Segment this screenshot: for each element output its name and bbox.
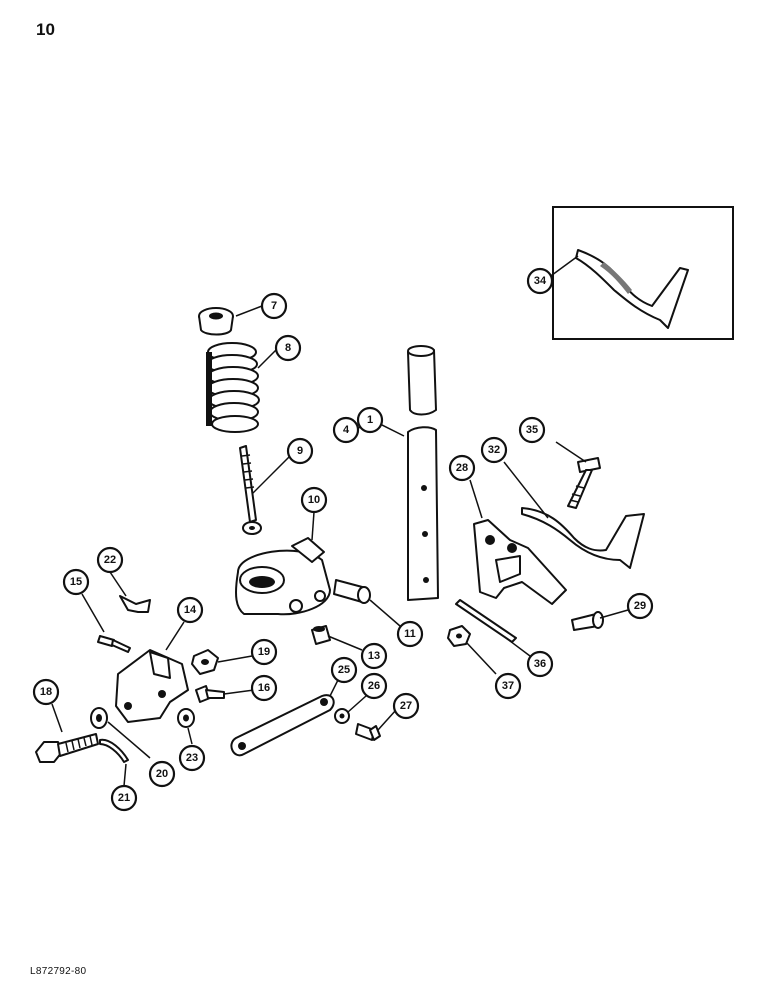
part-29-pin xyxy=(571,611,604,631)
svg-text:15: 15 xyxy=(70,576,82,588)
callout-16: 16 xyxy=(250,674,278,702)
callout-20: 20 xyxy=(148,760,176,788)
callout-29: 29 xyxy=(626,592,654,620)
part-7-spring-cap xyxy=(198,307,234,336)
svg-text:23: 23 xyxy=(186,752,198,764)
svg-text:21: 21 xyxy=(118,792,130,804)
leader-lines xyxy=(51,255,629,787)
part-37-nut xyxy=(447,625,471,647)
svg-text:20: 20 xyxy=(156,768,168,780)
part-28-mount xyxy=(473,519,567,605)
part-1-shank xyxy=(407,345,439,601)
page-number: 10 xyxy=(36,20,55,39)
svg-text:36: 36 xyxy=(534,658,546,670)
svg-text:9: 9 xyxy=(297,445,303,457)
svg-text:13: 13 xyxy=(368,650,380,662)
part-10-pivot-bracket xyxy=(235,537,331,616)
callout-35: 35 xyxy=(518,416,546,444)
part-15-screw xyxy=(97,635,131,653)
part-18-hex-bolt xyxy=(35,733,99,763)
part-13-bushing xyxy=(311,625,331,645)
svg-text:27: 27 xyxy=(400,700,412,712)
svg-text:22: 22 xyxy=(104,554,116,566)
callout-1: 1 xyxy=(356,406,384,434)
callout-36: 36 xyxy=(526,650,554,678)
svg-text:7: 7 xyxy=(271,300,277,312)
callout-13: 13 xyxy=(360,642,388,670)
callout-21: 21 xyxy=(110,784,138,812)
part-20-washer xyxy=(90,707,108,729)
part-8-coil-spring xyxy=(206,342,260,433)
svg-text:18: 18 xyxy=(40,686,52,698)
svg-text:28: 28 xyxy=(456,462,468,474)
callout-19: 19 xyxy=(250,638,278,666)
svg-text:16: 16 xyxy=(258,682,270,694)
callout-10: 10 xyxy=(300,486,328,514)
callout-15: 15 xyxy=(62,568,90,596)
callout-4: 4 xyxy=(332,416,360,444)
svg-text:11: 11 xyxy=(404,628,416,640)
svg-text:8: 8 xyxy=(285,342,291,354)
svg-text:19: 19 xyxy=(258,646,270,658)
inset-box xyxy=(552,206,734,340)
part-32-sweep xyxy=(521,507,645,569)
part-22-wing-nut xyxy=(119,595,151,613)
drawing-reference-code: L872792-80 xyxy=(30,966,87,977)
part-16-bolt xyxy=(195,685,225,703)
callout-14: 14 xyxy=(176,596,204,624)
part-21-cotter-pin xyxy=(99,738,129,763)
callout-11: 11 xyxy=(396,620,424,648)
svg-text:25: 25 xyxy=(338,664,350,676)
callout-34: 34 xyxy=(526,267,554,295)
part-23-washer xyxy=(177,708,195,728)
callout-23: 23 xyxy=(178,744,206,772)
callout-25: 25 xyxy=(330,656,358,684)
svg-text:29: 29 xyxy=(634,600,646,612)
callout-22: 22 xyxy=(96,546,124,574)
svg-text:37: 37 xyxy=(502,680,514,692)
svg-text:26: 26 xyxy=(368,680,380,692)
callout-8: 8 xyxy=(274,334,302,362)
callout-28: 28 xyxy=(448,454,476,482)
callout-32: 32 xyxy=(480,436,508,464)
part-19-nut xyxy=(191,649,219,675)
svg-text:32: 32 xyxy=(488,444,500,456)
callout-37: 37 xyxy=(494,672,522,700)
part-25-link xyxy=(230,694,335,757)
part-11-pin xyxy=(333,579,371,604)
callout-7: 7 xyxy=(260,292,288,320)
callout-27: 27 xyxy=(392,692,420,720)
part-9-eye-bolt xyxy=(239,445,262,535)
callout-26: 26 xyxy=(360,672,388,700)
callout-9: 9 xyxy=(286,437,314,465)
svg-text:10: 10 xyxy=(308,494,320,506)
part-36-spacer xyxy=(455,599,517,643)
part-35-bolt xyxy=(567,457,601,509)
part-14-clamp xyxy=(115,649,189,723)
part-27-screw xyxy=(355,723,381,741)
svg-text:35: 35 xyxy=(526,424,538,436)
svg-text:1: 1 xyxy=(367,414,373,426)
svg-text:14: 14 xyxy=(184,604,197,616)
part-26-washer xyxy=(334,708,350,724)
callout-18: 18 xyxy=(32,678,60,706)
svg-text:4: 4 xyxy=(343,424,350,436)
svg-text:34: 34 xyxy=(534,275,547,287)
